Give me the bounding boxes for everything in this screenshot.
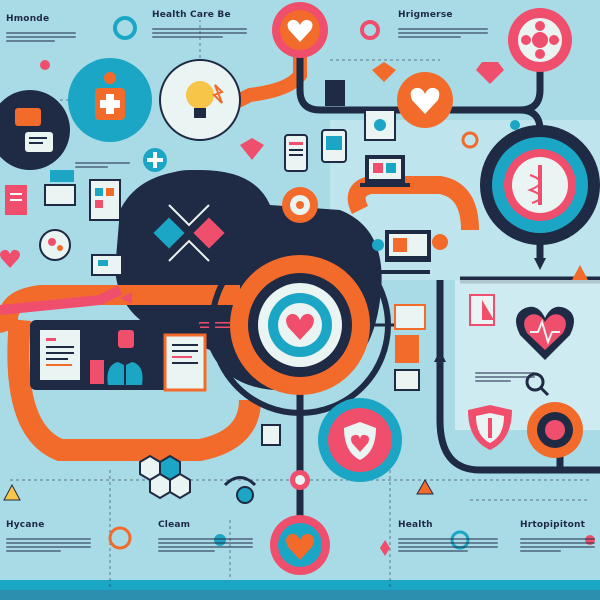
- heart-icon: [516, 306, 574, 360]
- clipboard-icon: [40, 330, 80, 380]
- molecule-icon: [508, 8, 572, 72]
- lightbulb-icon: [159, 59, 241, 141]
- clipboard-icon: [50, 170, 74, 182]
- lungs-icon: [107, 330, 143, 385]
- central-target: [200, 225, 400, 416]
- chat-bubble-icon: [0, 90, 70, 170]
- heading-bottom-left: Hycane: [6, 520, 45, 530]
- molecule-icon: [153, 204, 225, 262]
- magnifier-icon: [525, 372, 550, 397]
- shield-icon: [318, 398, 402, 482]
- text-lines: [75, 160, 130, 170]
- laptop-icon: [360, 155, 410, 187]
- bed-icon: [91, 254, 123, 276]
- text-lines: [6, 536, 91, 554]
- phone-icon: [284, 129, 347, 172]
- text-lines: [398, 26, 488, 40]
- heading-bottom-center-left: Cleam: [158, 520, 191, 530]
- gear-icon: [527, 402, 583, 458]
- heart-icon: [270, 515, 330, 575]
- heading-top-right: Hrigmerse: [398, 10, 453, 20]
- heading-bottom-center-right: Health: [398, 520, 433, 530]
- text-lines: [398, 536, 498, 554]
- molecule-icon: [139, 454, 191, 500]
- gem-icon: [240, 62, 504, 160]
- text-lines: [475, 370, 535, 384]
- caduceus-icon: [480, 125, 600, 245]
- gear-icon: [282, 187, 318, 223]
- heart-icon: [272, 2, 328, 58]
- clipboard-icon: [163, 333, 207, 392]
- decorative-dots: [40, 16, 595, 550]
- stethoscope-icon: [223, 424, 281, 504]
- pill-icon: [39, 229, 71, 261]
- shield-icon: [468, 405, 512, 450]
- document-icon: [5, 179, 121, 221]
- heading-top-center: Health Care Be: [152, 10, 231, 20]
- heart-icon: [397, 72, 453, 128]
- document-icon: [325, 80, 345, 106]
- heading-bottom-right: Hrtopipitont: [520, 520, 586, 530]
- text-lines: [152, 26, 247, 40]
- document-icon: [394, 294, 495, 391]
- text-lines: [6, 30, 76, 44]
- heading-top-left: Hmonde: [6, 14, 50, 24]
- medical-kit-icon: [68, 58, 152, 142]
- text-lines: [520, 536, 595, 554]
- heart-icon: [0, 249, 20, 268]
- laptop-icon: [372, 230, 448, 274]
- text-lines: [158, 536, 253, 554]
- cross-icon: [143, 148, 167, 172]
